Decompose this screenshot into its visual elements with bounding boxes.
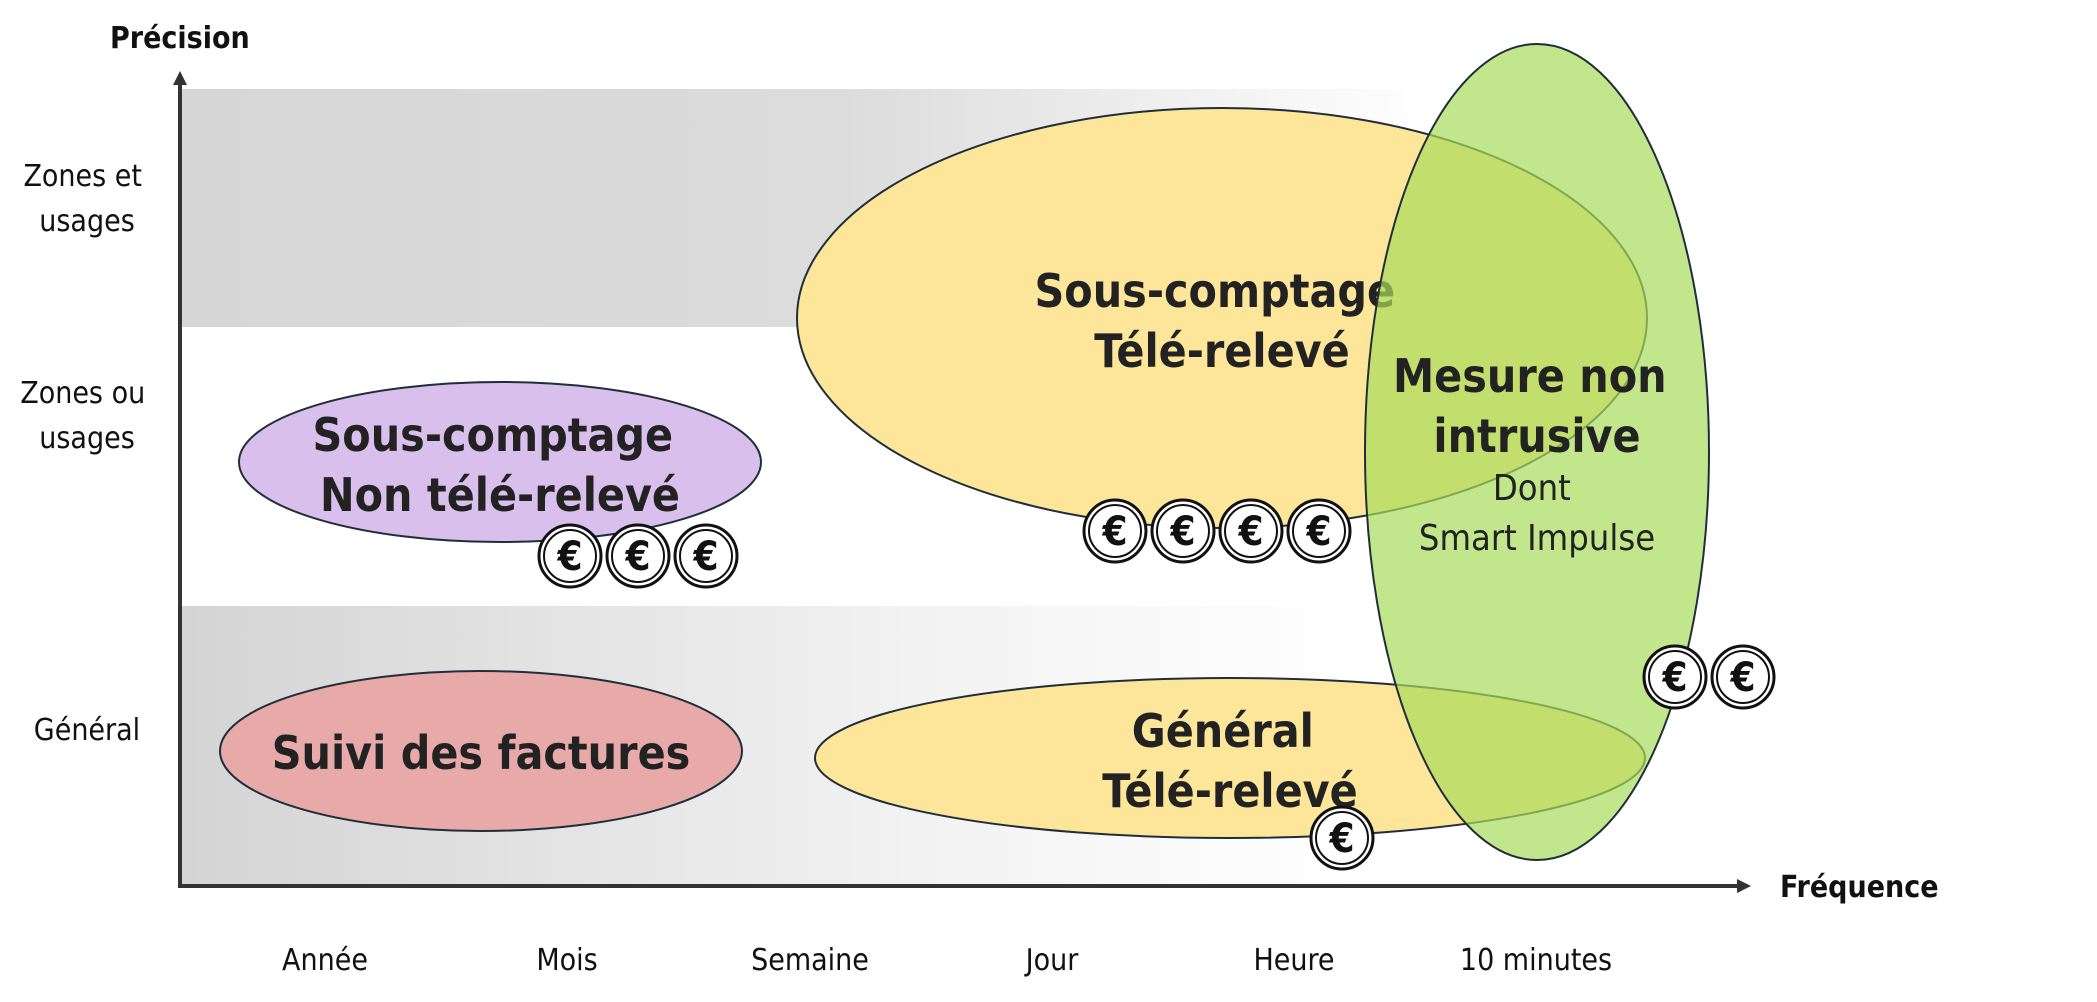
bubble-sous-comptage-non-tele — [238, 381, 762, 543]
euro-coin-inner-ring — [679, 529, 733, 583]
euro-coin — [1286, 498, 1352, 564]
y-tick-zones-et-usages-line1: Zones et — [23, 159, 142, 194]
euro-coin-inner-ring — [1088, 504, 1142, 558]
bubble-general-tele-line2: Télé-relevé — [1102, 764, 1357, 818]
y-tick-zones-et-usages-line2: usages — [39, 204, 135, 239]
euro-coin — [1082, 498, 1148, 564]
bubble-mesure-non-intrusive-line2: intrusive — [1433, 409, 1640, 463]
bubble-mesure-non-intrusive — [1364, 43, 1710, 861]
bubble-mesure-non-intrusive-label: Mesure non intrusive — [1393, 349, 1681, 463]
cost-coins-general-tele: € — [1309, 805, 1375, 871]
euro-coin — [1150, 498, 1216, 564]
euro-coin — [1309, 805, 1375, 871]
y-tick-zones-et-usages: Zones et usages — [23, 159, 150, 239]
euro-icon: € — [1661, 655, 1687, 701]
euro-coin-inner-ring — [1224, 504, 1278, 558]
euro-coin-inner-ring — [1315, 811, 1369, 865]
bubble-suivi-factures — [219, 670, 743, 832]
euro-icon: € — [1169, 509, 1195, 555]
x-tick-annee: Année — [282, 943, 368, 978]
x-axis-title: Fréquence — [1780, 870, 1939, 905]
euro-coin-inner-ring — [1716, 650, 1770, 704]
euro-icon: € — [1729, 655, 1755, 701]
bubble-mesure-non-intrusive-sub: Dont Smart Impulse — [1419, 468, 1655, 559]
euro-coin-inner-ring — [1648, 650, 1702, 704]
euro-coin — [605, 523, 671, 589]
euro-coin — [537, 523, 603, 589]
euro-icon: € — [1305, 509, 1331, 555]
x-tick-10-minutes: 10 minutes — [1460, 943, 1612, 978]
euro-icon: € — [556, 534, 582, 580]
euro-coin — [1218, 498, 1284, 564]
cost-coins-sous-comptage-non-tele: € € € — [537, 523, 739, 589]
y-tick-general: Général — [34, 713, 140, 748]
bubble-sous-comptage-non-tele-line1: Sous-comptage — [312, 408, 673, 462]
euro-coin-inner-ring — [1156, 504, 1210, 558]
euro-icon: € — [1101, 509, 1127, 555]
euro-coin — [1710, 644, 1776, 710]
bubble-sous-comptage-non-tele-line2: Non télé-relevé — [320, 468, 680, 522]
bubble-sous-comptage-tele-label: Sous-comptage Télé-relevé — [1034, 264, 1409, 378]
bubble-sous-comptage-tele-line1: Sous-comptage — [1034, 264, 1395, 318]
y-tick-zones-ou-usages-line1: Zones ou — [20, 376, 145, 411]
euro-coin — [673, 523, 739, 589]
y-tick-zones-ou-usages-line2: usages — [39, 421, 135, 456]
y-tick-zones-ou-usages: Zones ou usages — [20, 376, 154, 456]
cost-coins-sous-comptage-tele: € € € € — [1082, 498, 1352, 564]
cost-coins-mesure-non-intrusive: €€ — [1642, 644, 1776, 710]
euro-icon: € — [692, 534, 718, 580]
bubble-suivi-factures-label: Suivi des factures — [272, 726, 691, 780]
x-tick-semaine: Semaine — [751, 943, 869, 978]
x-tick-heure: Heure — [1253, 943, 1334, 978]
x-tick-jour: Jour — [1024, 943, 1080, 978]
x-tick-mois: Mois — [536, 943, 597, 978]
euro-coin-inner-ring — [1292, 504, 1346, 558]
euro-coin-inner-ring — [611, 529, 665, 583]
bubble-sous-comptage-non-tele-label: Sous-comptage Non télé-relevé — [312, 408, 687, 522]
bubble-general-tele-line1: Général — [1132, 704, 1314, 758]
euro-icon: € — [1237, 509, 1263, 555]
bubble-mesure-non-intrusive-sub2: Smart Impulse — [1419, 518, 1655, 559]
bubble-sous-comptage-tele-line2: Télé-relevé — [1094, 324, 1349, 378]
bubble-mesure-non-intrusive-sub1: Dont — [1493, 468, 1571, 509]
euro-icon: € — [624, 534, 650, 580]
bubble-general-tele-label: Général Télé-relevé — [1102, 704, 1357, 818]
euro-coin-inner-ring — [543, 529, 597, 583]
euro-coin — [1642, 644, 1708, 710]
bubble-mesure-non-intrusive-line1: Mesure non — [1393, 349, 1667, 403]
euro-icon: € — [1328, 816, 1354, 862]
y-axis-title: Précision — [110, 21, 250, 56]
